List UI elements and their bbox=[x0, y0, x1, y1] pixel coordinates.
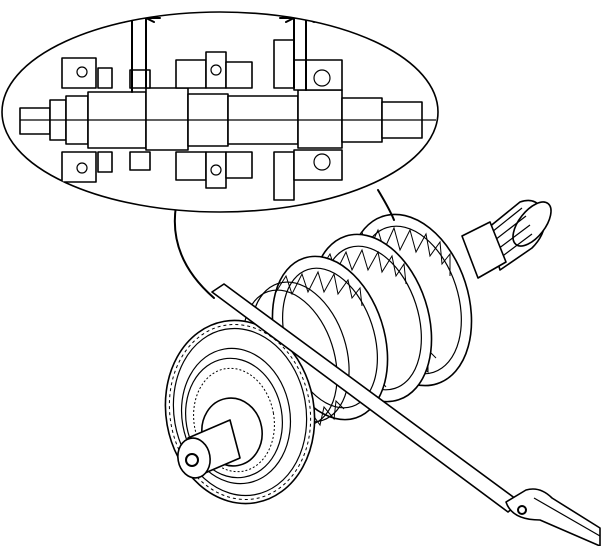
input-shaft-stub bbox=[177, 397, 263, 479]
callout-pointer bbox=[173, 189, 395, 299]
section-shaft bbox=[19, 87, 436, 151]
feeler-gauge bbox=[211, 283, 601, 546]
section-gears-upper bbox=[61, 39, 343, 91]
cross-section-detail bbox=[1, 11, 439, 213]
section-gears-lower bbox=[61, 149, 343, 201]
gear-assembly bbox=[164, 199, 552, 505]
output-shaft-spline bbox=[461, 199, 552, 279]
